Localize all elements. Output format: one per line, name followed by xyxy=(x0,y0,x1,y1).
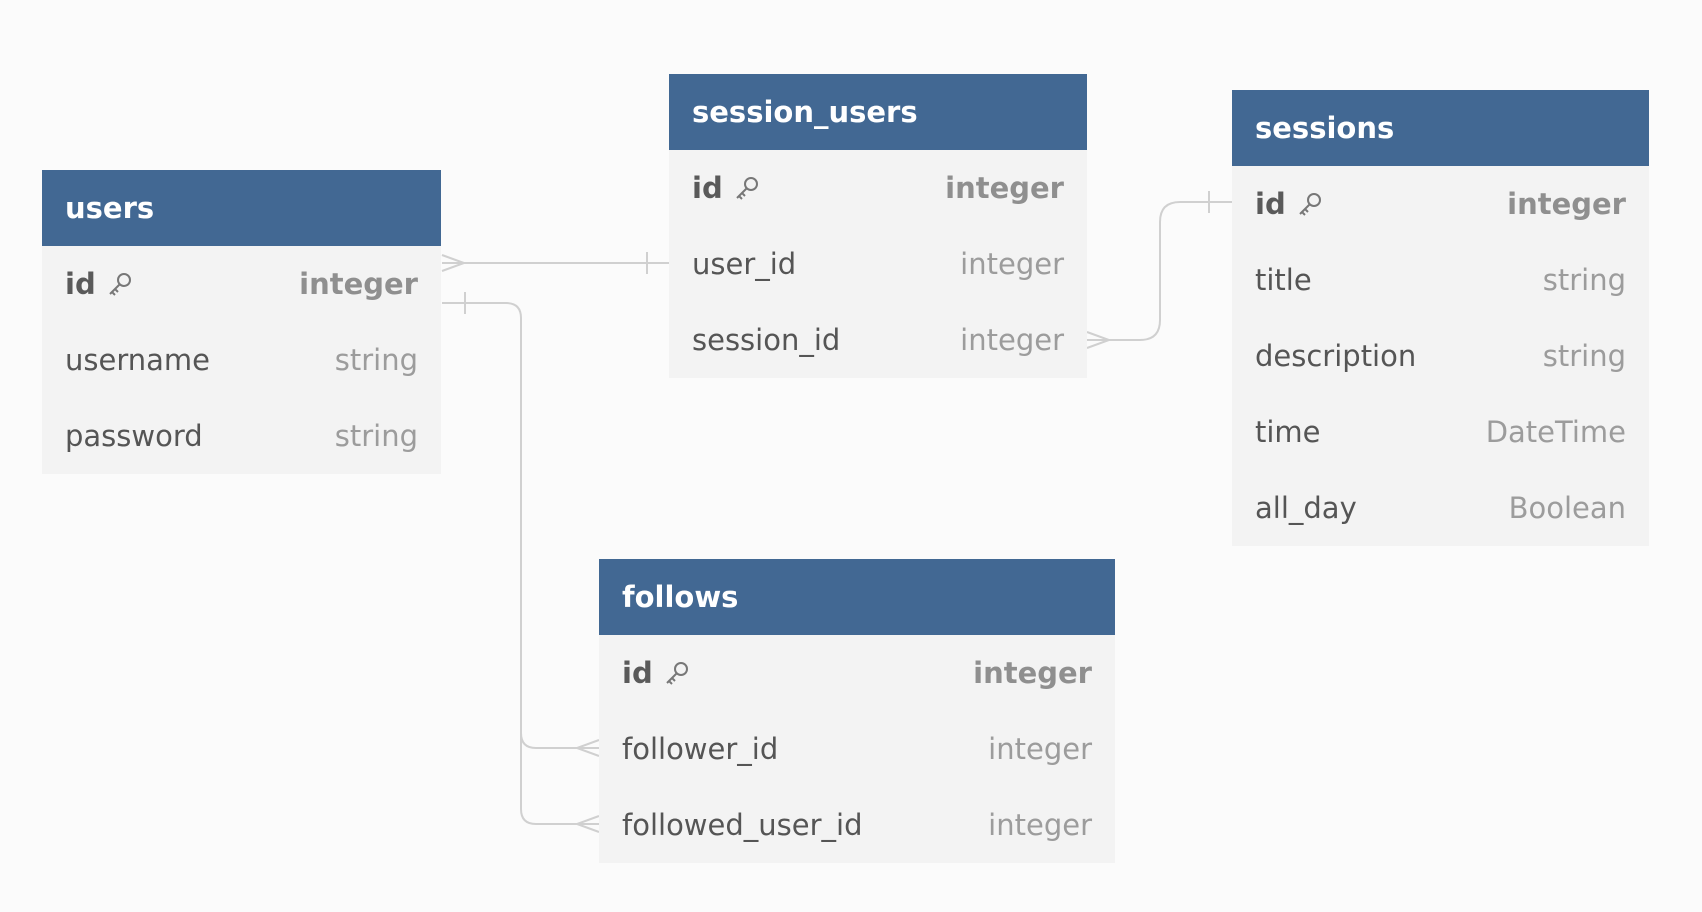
field-type: DateTime xyxy=(1485,415,1626,449)
table-sessions[interactable]: sessions id integer title string descrip… xyxy=(1232,90,1649,546)
field-type: integer xyxy=(1507,187,1626,221)
field-type: Boolean xyxy=(1508,491,1626,525)
field-name: title xyxy=(1255,263,1312,297)
field-name: time xyxy=(1255,415,1321,449)
field-name: id xyxy=(65,267,96,301)
field-name: id xyxy=(692,171,723,205)
field-type: integer xyxy=(973,656,1092,690)
field-row-follows-followed-user-id[interactable]: followed_user_id integer xyxy=(599,787,1115,863)
field-row-follows-follower-id[interactable]: follower_id integer xyxy=(599,711,1115,787)
field-name: description xyxy=(1255,339,1417,373)
field-name: follower_id xyxy=(622,732,779,766)
field-row-session-users-id[interactable]: id integer xyxy=(669,150,1087,226)
field-name: followed_user_id xyxy=(622,808,863,842)
table-header-session-users[interactable]: session_users xyxy=(669,74,1087,150)
field-name: all_day xyxy=(1255,491,1357,525)
field-row-follows-id[interactable]: id integer xyxy=(599,635,1115,711)
field-row-session-users-user-id[interactable]: user_id integer xyxy=(669,226,1087,302)
field-row-session-users-session-id[interactable]: session_id integer xyxy=(669,302,1087,378)
table-header-sessions[interactable]: sessions xyxy=(1232,90,1649,166)
field-type: integer xyxy=(988,732,1092,766)
field-type: string xyxy=(334,343,418,377)
field-type: string xyxy=(1542,339,1626,373)
table-header-users[interactable]: users xyxy=(42,170,441,246)
field-name: id xyxy=(622,656,653,690)
field-row-sessions-title[interactable]: title string xyxy=(1232,242,1649,318)
field-type: integer xyxy=(960,323,1064,357)
table-session-users[interactable]: session_users id integer user_id integer… xyxy=(669,74,1087,378)
field-name: user_id xyxy=(692,247,797,281)
key-icon xyxy=(106,270,134,298)
key-icon xyxy=(733,174,761,202)
field-type: integer xyxy=(988,808,1092,842)
field-name: id xyxy=(1255,187,1286,221)
relationship-users-session-users xyxy=(441,252,669,274)
field-row-sessions-id[interactable]: id integer xyxy=(1232,166,1649,242)
field-row-sessions-description[interactable]: description string xyxy=(1232,318,1649,394)
relationship-users-follows-follower xyxy=(442,292,600,757)
table-follows[interactable]: follows id integer follower_id integer f… xyxy=(599,559,1115,863)
field-row-sessions-time[interactable]: time DateTime xyxy=(1232,394,1649,470)
field-type: integer xyxy=(945,171,1064,205)
table-users[interactable]: users id integer username string passwor… xyxy=(42,170,441,474)
field-name: username xyxy=(65,343,210,377)
field-row-sessions-all-day[interactable]: all_day Boolean xyxy=(1232,470,1649,546)
field-name: password xyxy=(65,419,203,453)
field-name: session_id xyxy=(692,323,841,357)
field-type: integer xyxy=(299,267,418,301)
relationship-users-follows-followed xyxy=(520,733,600,833)
table-header-follows[interactable]: follows xyxy=(599,559,1115,635)
field-row-users-username[interactable]: username string xyxy=(42,322,441,398)
field-type: integer xyxy=(960,247,1064,281)
relationship-sessions-session-users xyxy=(1086,191,1232,349)
field-type: string xyxy=(334,419,418,453)
key-icon xyxy=(663,659,691,687)
field-type: string xyxy=(1542,263,1626,297)
field-row-users-password[interactable]: password string xyxy=(42,398,441,474)
key-icon xyxy=(1296,190,1324,218)
field-row-users-id[interactable]: id integer xyxy=(42,246,441,322)
